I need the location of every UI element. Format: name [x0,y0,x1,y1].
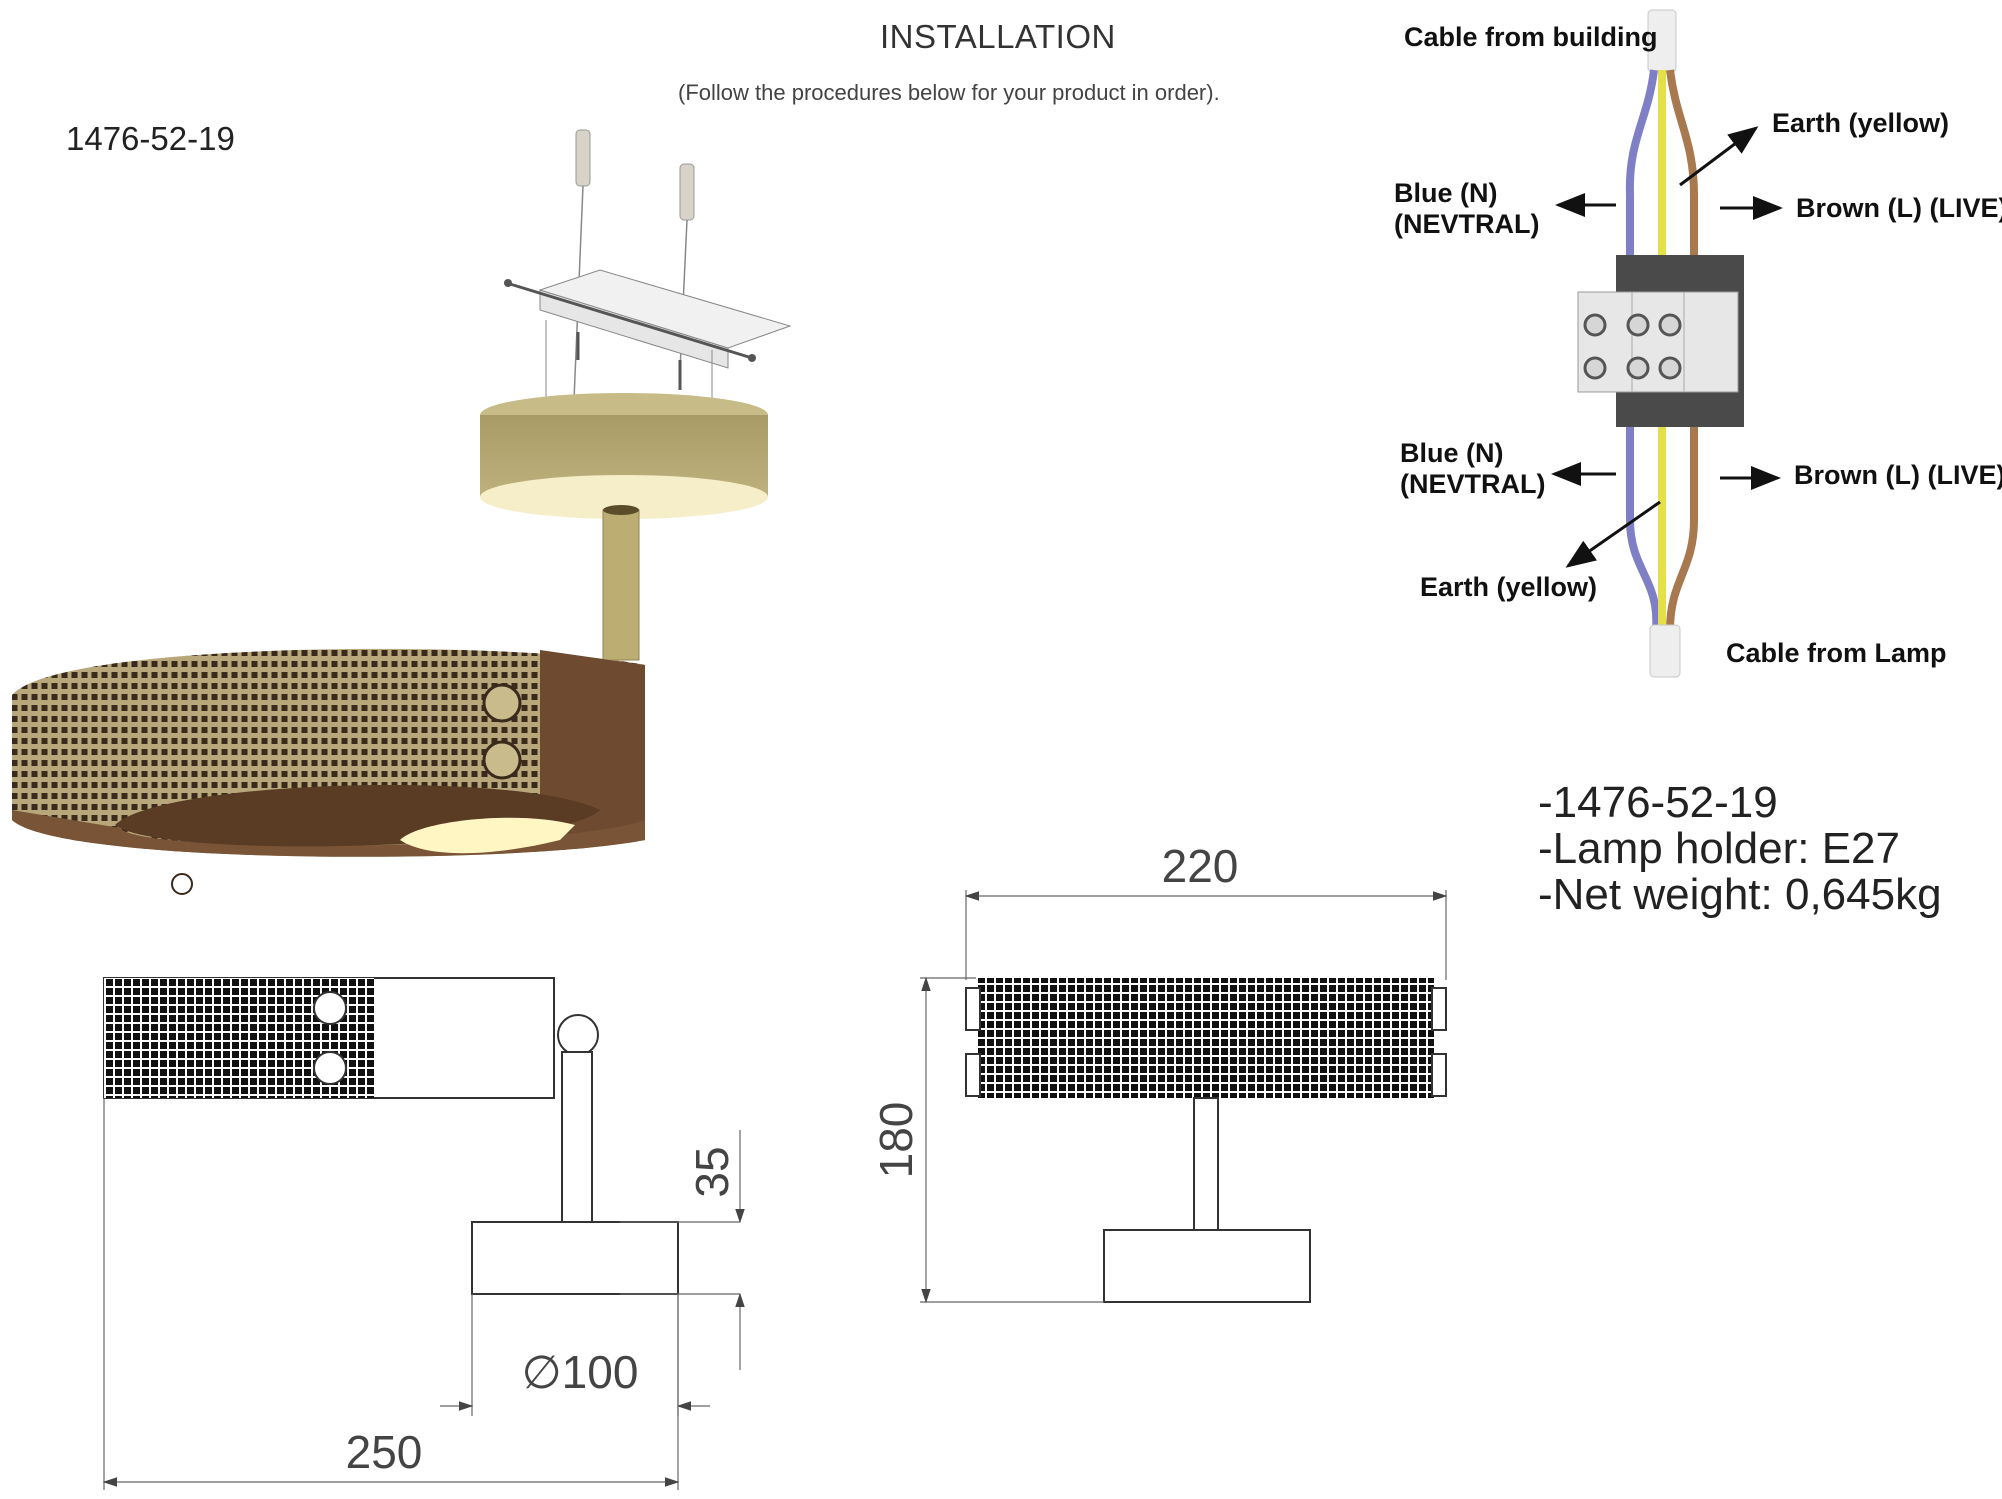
wall-anchor-right [679,163,695,221]
ceiling-canopy [480,393,768,519]
brown-wire-top [1666,69,1698,255]
wiring-diagram [1551,9,1783,678]
blue-top-label-line1: Blue (N) [1394,178,1498,208]
spec-net-weight: -Net weight: 0,645kg [1538,869,1942,919]
blue-bottom-label-line2: (NEVTRAL) [1400,469,1546,500]
model-code: 1476-52-19 [66,120,235,157]
dim-35-label: 35 [686,1146,738,1197]
blue-top-label-line2: (NEVTRAL) [1394,209,1540,240]
front-shade-mesh [976,978,1434,1098]
blue-bottom-label: Blue (N) (NEVTRAL) [1400,438,1545,500]
brown-top-label: Brown (L) (LIVE) [1796,193,2002,223]
wall-anchor-left [575,129,591,187]
lamp-stem [602,509,640,661]
page-subtitle: (Follow the procedures below for your pr… [678,80,1220,105]
terminal-block [1577,255,1744,427]
side-stem [561,1051,593,1223]
spec-model: -1476-52-19 [1538,778,1778,827]
brown-bottom-label: Brown (L) (LIVE) [1794,460,2002,490]
cable-from-building-label: Cable from building [1404,22,1658,52]
side-view-drawing: 35 ∅100 250 [102,977,745,1490]
front-stem [1193,1097,1219,1231]
blue-top-label: Blue (N) (NEVTRAL) [1394,178,1539,240]
lamp-render [12,129,792,895]
front-canopy [1103,1229,1311,1303]
mounting-bracket [504,269,792,369]
mesh-shade [12,648,645,895]
blue-wire-top [1625,69,1658,255]
page-title: INSTALLATION [880,18,1116,55]
blue-bottom-label-line1: Blue (N) [1400,438,1504,468]
dim-diameter-100-label: ∅100 [522,1346,639,1398]
dim-180-label: 180 [870,1102,922,1179]
spec-lamp-holder: -Lamp holder: E27 [1538,823,1900,873]
side-canopy [471,1221,679,1295]
lamp-cable-sheath [1649,624,1681,678]
dim-220-label: 220 [1162,840,1239,892]
front-view-drawing: 220 180 [870,840,1448,1304]
blue-wire-bottom [1626,427,1661,631]
dim-250-label: 250 [346,1426,423,1478]
spec-block: -1476-52-19 -Lamp holder: E27 -Net weigh… [1538,780,1942,917]
cable-from-lamp-label: Cable from Lamp [1726,638,1947,668]
brown-wire-bottom [1666,427,1698,631]
side-joint [557,1014,599,1056]
earth-top-label: Earth (yellow) [1772,108,1950,138]
earth-bottom-arrow [1565,500,1661,568]
earth-bottom-label: Earth (yellow) [1420,572,1598,602]
earth-top-arrow [1679,126,1759,187]
